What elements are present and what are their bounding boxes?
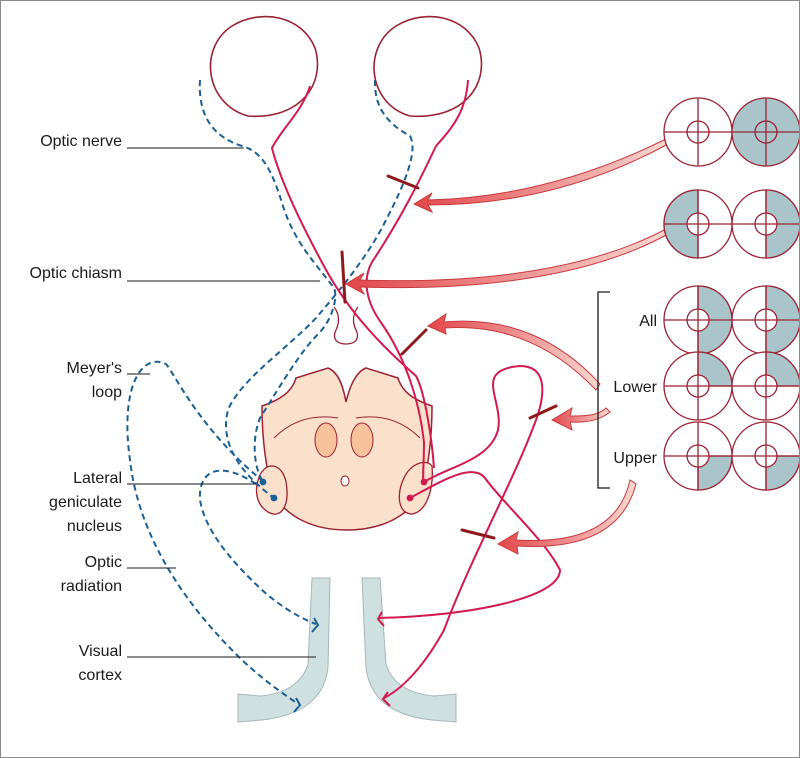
label-visual-cortex-line2: cortex xyxy=(78,667,122,684)
midbrain-contour xyxy=(273,416,339,439)
lesion-meyers-loop xyxy=(528,404,558,420)
right-lgn-synapse-dot xyxy=(420,478,428,486)
pituitary-stalk xyxy=(333,306,359,345)
arrow-optic-tract xyxy=(426,312,601,391)
right-lgn-synapse-dot xyxy=(406,494,414,502)
label-lgn-line2: geniculate xyxy=(49,494,122,511)
field-left-eye-optic-nerve xyxy=(663,97,733,167)
left-visual-cortex xyxy=(237,577,331,723)
label-visual-cortex-line1: Visual xyxy=(79,643,122,660)
lesion-optic-radiation xyxy=(460,528,496,540)
left-red-nucleus xyxy=(314,422,338,458)
left-lateral-geniculate-nucleus xyxy=(255,465,288,515)
label-meyers-loop-line2: loop xyxy=(92,384,122,401)
arrow-optic-nerve xyxy=(412,137,669,214)
temporal-pathway xyxy=(126,79,414,705)
left-eyeball xyxy=(209,15,319,117)
right-eyeball xyxy=(373,15,483,117)
label-optic-chiasm: Optic chiasm xyxy=(30,265,122,282)
label-optic-radiation-line2: radiation xyxy=(61,578,122,595)
label-lgn-line3: nucleus xyxy=(67,518,122,535)
field-right-eye-optic-chiasm xyxy=(731,189,800,259)
label-optic-radiation-line1: Optic xyxy=(85,554,122,571)
lesion-optic-chiasm xyxy=(340,250,347,304)
arrow-optic-radiation xyxy=(496,479,637,555)
label-lgn-line1: Lateral xyxy=(73,470,122,487)
left-lgn-synapse-dot xyxy=(259,478,267,486)
lesion-optic-nerve xyxy=(386,174,420,190)
label-optic-nerve: Optic nerve xyxy=(40,133,122,150)
leader-lines xyxy=(127,147,320,658)
arrow-meyers-loop xyxy=(550,406,611,431)
field-right-eye-lower xyxy=(731,351,800,421)
field-left-eye-lower xyxy=(663,351,733,421)
cortex-terminal xyxy=(376,611,385,627)
lesion-marks xyxy=(340,174,558,540)
right-visual-cortex xyxy=(361,577,457,723)
cortex-terminal xyxy=(293,697,302,713)
field-left-eye-upper xyxy=(663,421,733,491)
lesion-optic-tract xyxy=(400,328,428,356)
midbrain-contour xyxy=(355,416,421,439)
right-red-nucleus xyxy=(350,422,374,458)
lesion-arrows xyxy=(345,137,669,555)
group-label-all: All xyxy=(639,313,657,330)
arrow-optic-chiasm xyxy=(345,227,669,296)
field-left-eye-all xyxy=(663,285,733,355)
lesion-group-bracket xyxy=(597,291,610,489)
label-meyers-loop-line1: Meyer's xyxy=(66,360,122,377)
visual-field-icons xyxy=(663,97,800,491)
cortex-terminal xyxy=(311,617,320,633)
aqueduct xyxy=(340,475,350,487)
left-lgn-synapse-dot xyxy=(270,494,278,502)
field-right-eye-optic-nerve xyxy=(731,97,800,167)
cortex-terminal xyxy=(381,691,391,707)
field-right-eye-upper xyxy=(731,421,800,491)
field-left-eye-optic-chiasm xyxy=(663,189,733,259)
group-label-upper: Upper xyxy=(613,450,657,467)
field-right-eye-all xyxy=(731,285,800,355)
group-label-lower: Lower xyxy=(613,379,657,396)
